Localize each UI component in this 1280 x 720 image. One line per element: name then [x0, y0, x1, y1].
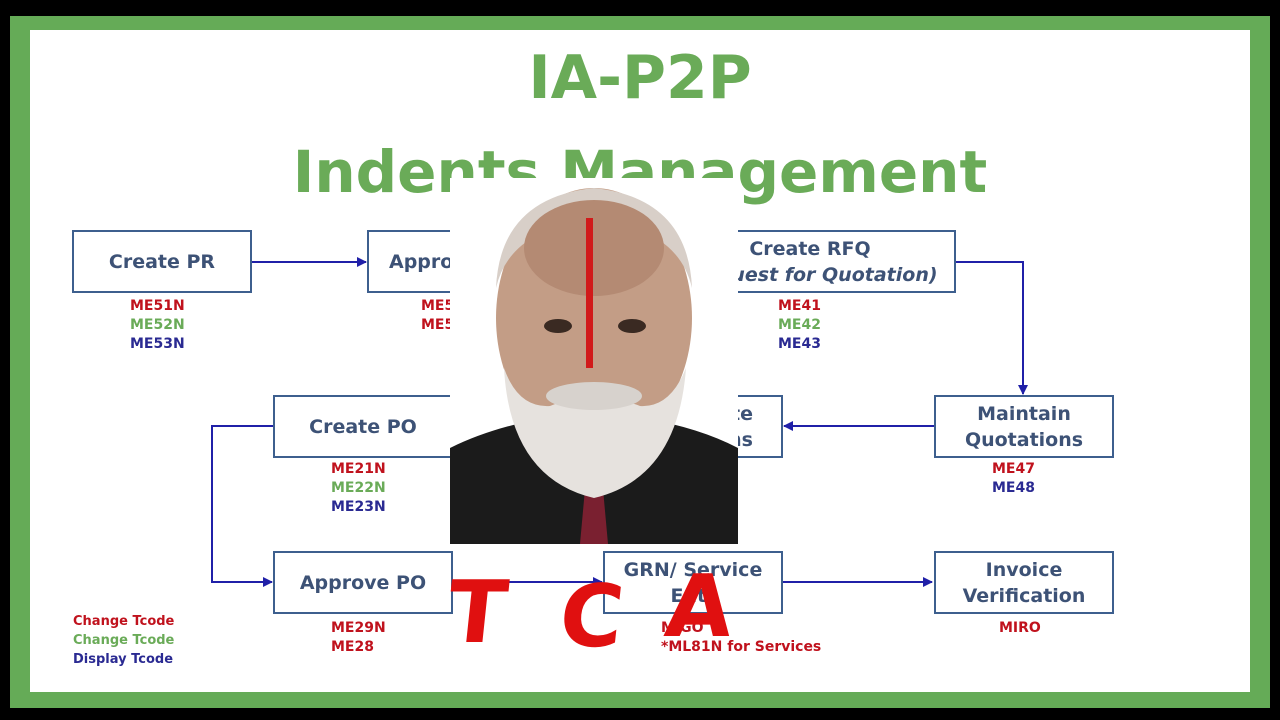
tcode-change-alt: ME52N: [130, 317, 185, 333]
tcode-display: ME43: [778, 336, 821, 352]
tcode-change: MIRO: [999, 620, 1041, 636]
step-maintain-line1: Maintain: [977, 402, 1071, 425]
grn-codes: MIGO *ML81N for Services: [661, 619, 821, 657]
tcode-change-alt: ME42: [778, 317, 821, 333]
tcode-legend: Change Tcode Change Tcode Display Tcode: [73, 612, 174, 669]
presenter-photo: [450, 178, 738, 544]
step-grn-line2: Entr: [670, 584, 716, 607]
tcode-change: ME21N: [331, 461, 386, 477]
invoice-codes: MIRO: [999, 619, 1041, 638]
tcode-change: MIGO: [661, 620, 704, 636]
tcode-display: ME48: [992, 480, 1035, 496]
step-maintain-quotations: Maintain Quotations: [934, 395, 1114, 458]
step-grn-service-entry: GRN/ Service Entr: [603, 551, 783, 614]
step-approve-po: Approve PO: [273, 551, 453, 614]
legend-change-red: Change Tcode: [73, 614, 175, 629]
arrow-rfq-to-maintain: [955, 261, 1028, 395]
maintain-quotations-codes: ME47 ME48: [992, 460, 1035, 498]
overlay-letter-t: T: [442, 563, 512, 663]
tcode-change: ME29N: [331, 620, 386, 636]
create-rfq-codes: ME41 ME42 ME43: [778, 297, 821, 354]
tcode-display: ME23N: [331, 499, 386, 515]
step-invoice-verification: Invoice Verification: [934, 551, 1114, 614]
approve-po-codes: ME29N ME28: [331, 619, 386, 657]
tcode-display: ME53N: [130, 336, 185, 352]
create-po-codes: ME21N ME22N ME23N: [331, 460, 386, 517]
step-approve-po-label: Approve PO: [299, 571, 427, 594]
tcode-change: ME47: [992, 461, 1035, 477]
tcode-change: ME51N: [130, 298, 185, 314]
step-maintain-line2: Quotations: [964, 428, 1084, 451]
step-create-pr-label: Create PR: [108, 250, 216, 273]
step-create-pr: Create PR: [72, 230, 252, 293]
arrow-create-po-to-approve-po: [211, 425, 273, 587]
tcode-change: ME41: [778, 298, 821, 314]
legend-change-green: Change Tcode: [73, 633, 175, 648]
step-grn-line1: GRN/ Service: [623, 558, 763, 581]
create-pr-codes: ME51N ME52N ME53N: [130, 297, 185, 354]
step-create-rfq-sub: (Request for Quotation): [682, 263, 938, 286]
tcode-change: ME28: [331, 639, 374, 655]
step-create-po-label: Create PO: [309, 415, 417, 438]
tcode-change-alt: ME22N: [331, 480, 386, 496]
step-create-rfq-label: Create RFQ: [749, 237, 871, 260]
step-invoice-line2: Verification: [962, 584, 1086, 607]
tcode-change: *ML81N for Services: [661, 639, 822, 655]
overlay-letter-a: A: [660, 557, 738, 657]
step-invoice-line1: Invoice: [985, 558, 1063, 581]
overlay-letter-c: C: [554, 567, 629, 667]
step-create-po: Create PO: [273, 395, 453, 458]
legend-display: Display Tcode: [73, 652, 174, 667]
slide-title: IA-P2P: [528, 43, 752, 113]
